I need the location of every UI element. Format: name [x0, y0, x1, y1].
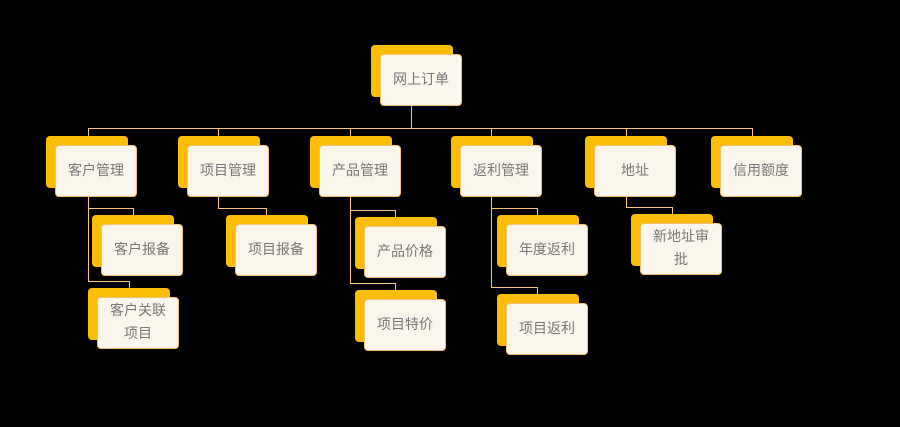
node-fanli-guanli[interactable]: 返利管理: [451, 136, 542, 197]
connector: [133, 208, 134, 215]
node-label: 返利管理: [460, 145, 542, 197]
connector: [626, 197, 627, 207]
node-niandu-fanli[interactable]: 年度返利: [497, 215, 588, 276]
node-label: 年度返利: [506, 224, 588, 276]
node-kehu-baobei[interactable]: 客户报备: [92, 215, 183, 276]
connector: [350, 128, 351, 136]
connector: [491, 197, 492, 287]
node-root[interactable]: 网上订单: [371, 45, 462, 106]
connector: [218, 128, 219, 136]
node-label: 客户报备: [101, 224, 183, 276]
node-label: 项目特价: [364, 299, 446, 351]
node-label: 项目管理: [187, 145, 269, 197]
node-label: 客户管理: [55, 145, 137, 197]
node-label: 地址: [594, 145, 676, 197]
node-label: 新地址审批: [640, 223, 722, 275]
node-label: 项目返利: [506, 303, 588, 355]
connector: [88, 281, 129, 282]
connector: [626, 128, 627, 136]
node-label: 网上订单: [380, 54, 462, 106]
node-label: 产品管理: [319, 145, 401, 197]
connector: [626, 207, 672, 208]
connector: [537, 287, 538, 294]
node-label: 项目报备: [235, 224, 317, 276]
node-xiangmu-fanli[interactable]: 项目返利: [497, 294, 588, 355]
node-xiangmu-tejia[interactable]: 项目特价: [355, 290, 446, 351]
connector: [350, 210, 395, 211]
connector: [672, 207, 673, 214]
connector: [491, 287, 537, 288]
node-xiangmu-guanli[interactable]: 项目管理: [178, 136, 269, 197]
connector: [752, 128, 753, 136]
connector: [88, 128, 753, 129]
node-chanpin-jiage[interactable]: 产品价格: [355, 217, 446, 278]
node-dizhi[interactable]: 地址: [585, 136, 676, 197]
connector: [266, 208, 267, 215]
node-kehu-guanli[interactable]: 客户管理: [46, 136, 137, 197]
node-xiangmu-baobei[interactable]: 项目报备: [226, 215, 317, 276]
connector: [395, 210, 396, 217]
connector: [88, 128, 89, 136]
node-xinyong-edu[interactable]: 信用额度: [711, 136, 802, 197]
connector: [129, 281, 130, 288]
connector: [491, 128, 492, 136]
connector: [218, 197, 219, 208]
connector: [491, 208, 537, 209]
connector: [350, 283, 395, 284]
connector: [88, 208, 133, 209]
connector: [395, 283, 396, 290]
node-chanpin-guanli[interactable]: 产品管理: [310, 136, 401, 197]
connector: [88, 197, 89, 282]
node-label: 信用额度: [720, 145, 802, 197]
connector: [537, 208, 538, 215]
connector: [411, 105, 412, 128]
connector: [350, 197, 351, 284]
node-kehu-guanlian-xiangmu[interactable]: 客户关联项目: [88, 288, 179, 349]
node-label: 产品价格: [364, 226, 446, 278]
connector: [218, 208, 266, 209]
node-xin-dizhi-shenpi[interactable]: 新地址审批: [631, 214, 722, 275]
node-label: 客户关联项目: [97, 297, 179, 349]
